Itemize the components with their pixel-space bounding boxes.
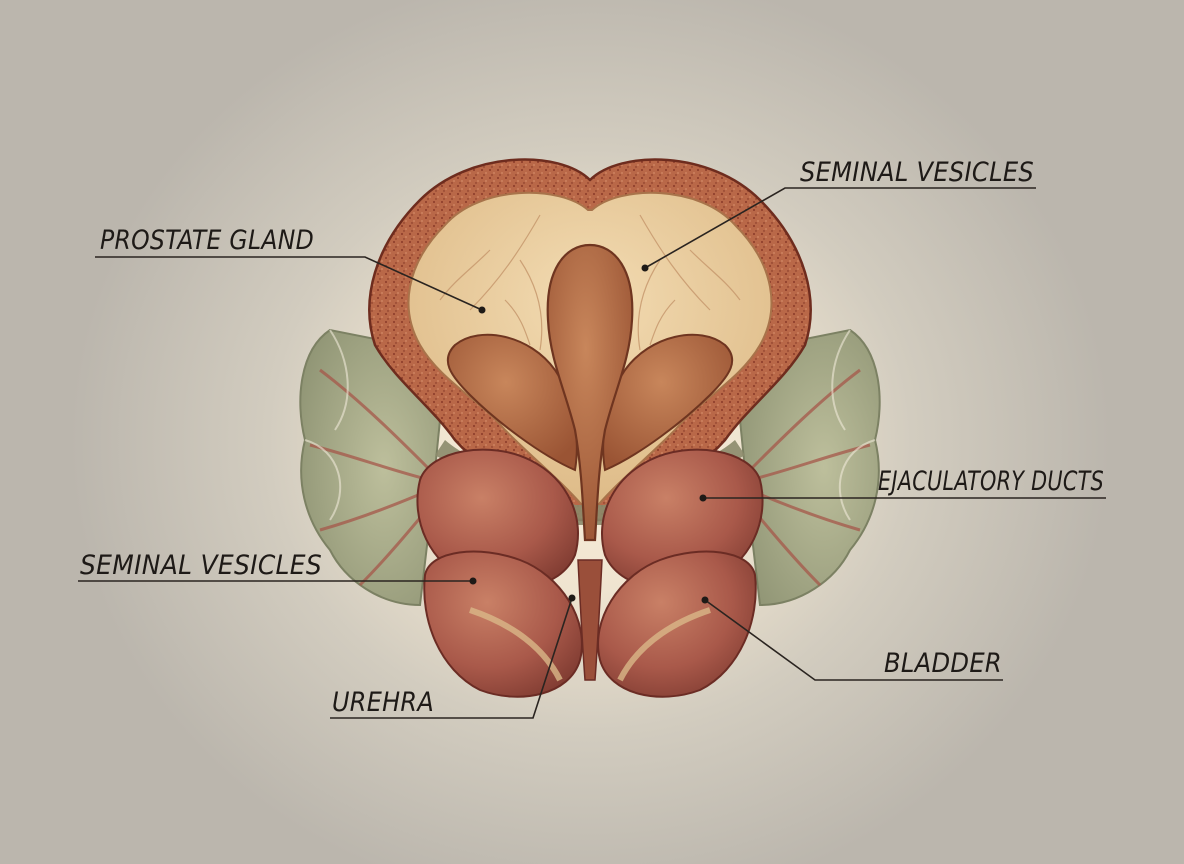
label-bladder: BLADDER bbox=[884, 648, 1002, 679]
label-seminal-vesicles-top: SEMINAL VESICLES bbox=[800, 157, 1034, 188]
urethra-channel bbox=[578, 560, 602, 680]
label-ejaculatory-ducts: EJACULATORY DUCTS bbox=[878, 466, 1104, 497]
label-seminal-vesicles-left: SEMINAL VESICLES bbox=[80, 550, 322, 581]
label-prostate-gland: PROSTATE GLAND bbox=[100, 225, 314, 256]
label-urehra: UREHRA bbox=[332, 687, 434, 718]
